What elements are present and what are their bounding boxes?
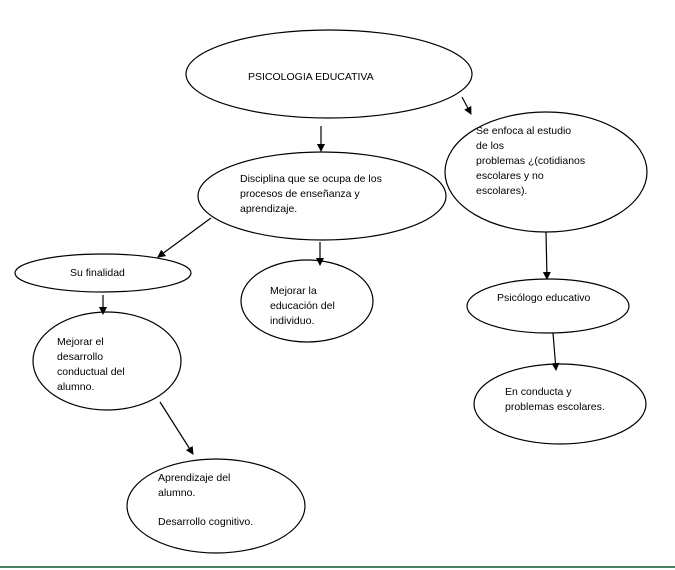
arrow-to-focus (461, 96, 472, 115)
discipline-ellipse (197, 151, 447, 241)
root-ellipse (185, 29, 473, 119)
arrow-discipline-to-purpose (157, 217, 212, 258)
improve-education-ellipse (240, 259, 374, 343)
arrow-behavior-to-learning (159, 401, 194, 455)
learning-ellipse (126, 458, 306, 554)
learning-label-2: Desarrollo cognitivo. (158, 516, 254, 528)
learning-label-1: Aprendizaje del alumno. (158, 472, 231, 499)
purpose-ellipse (14, 253, 192, 293)
improve-behavior-ellipse (32, 311, 182, 411)
root-label: PSICOLOGIA EDUCATIVA (248, 71, 374, 83)
psychologist-ellipse (466, 278, 630, 334)
purpose-label: Su finalidad (70, 267, 125, 279)
improve-behavior-label: Mejorar el desarrollo conductual del alu… (57, 336, 125, 393)
arrow-psychologist-to-conduct (551, 332, 560, 371)
conduct-ellipse (473, 363, 647, 445)
improve-education-label: Mejorar la educación del individuo. (270, 285, 335, 327)
conduct-label: En conducta y problemas escolares. (505, 386, 605, 413)
focus-label: Se enfoca al estudio de los problemas ¿(… (476, 125, 586, 197)
discipline-label: Disciplina que se ocupa de los procesos … (240, 173, 382, 215)
arrow-focus-to-psychologist (542, 231, 551, 280)
bottom-divider (0, 566, 675, 568)
psychologist-label: Psicólogo educativo (497, 292, 591, 304)
